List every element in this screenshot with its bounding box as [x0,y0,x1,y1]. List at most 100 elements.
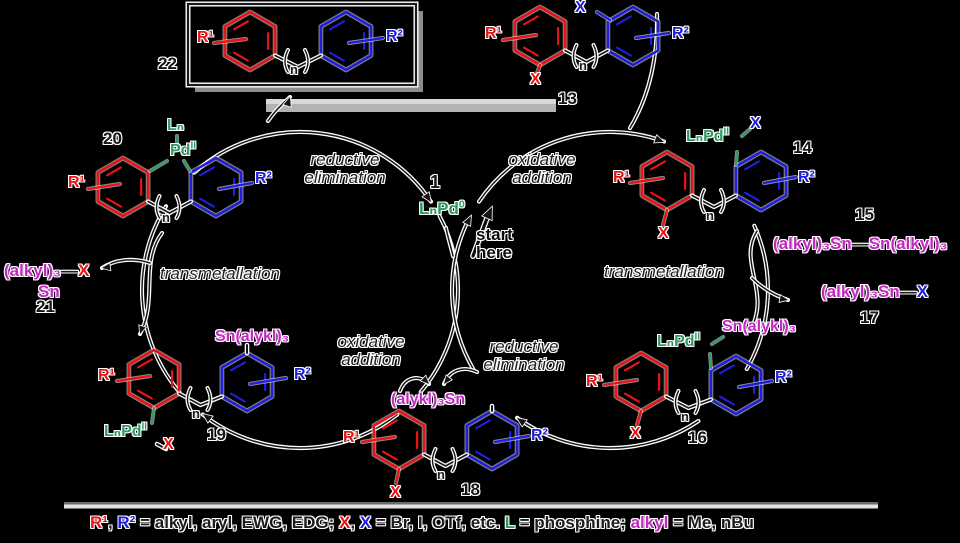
double-bond [475,419,491,430]
linker-paren-left [674,390,680,414]
pd-bond [740,127,752,138]
pd-bond [182,159,192,173]
s18-r2-label: R² [531,427,548,444]
substituent-bond [115,374,152,383]
s15-formula: (alkyl)₃Sn—Sn(alkyl)₃ [773,235,947,253]
s18-n-sub: n [437,467,445,482]
linker-chain [665,395,712,409]
double-bond [650,191,666,202]
s13-r1-label: R¹ [485,25,502,42]
s17-sn: (alkyl)₃Sn [821,282,900,301]
left-transmetallation-spline [139,232,163,335]
substituent-bond [394,467,401,485]
pd0-oxidation-state: 0 [458,198,465,211]
pd0-stem [445,227,454,257]
start-here-arrow [471,211,491,258]
s14-x-pd-label: X [750,115,761,132]
arrowhead-to-19 [201,412,214,424]
s19-pd-text: LₙPd [104,423,142,440]
linker-paren-left [431,448,437,472]
s20-r1-label: R¹ [68,174,85,191]
s19-r2-label: R² [294,366,311,383]
s21-sn-label: Sn [38,282,60,301]
arrowhead-sn-left [419,374,431,386]
step-reductive-elimination-top: reductive elimination [304,150,386,187]
linker-paren-right [206,387,212,411]
s14-number: 14 [793,138,812,157]
double-bond [616,15,632,26]
linker-paren-right [720,189,725,213]
double-bond [523,15,539,26]
double-bond [329,20,345,31]
double-bond [199,197,215,208]
double-bond [744,160,760,171]
linker-paren-left [155,195,161,219]
linker-paren-right [694,390,700,414]
legend-def3: = phosphine; [514,513,631,532]
s22-number: 22 [158,54,177,73]
legend-alkyl: alkyl [630,513,669,532]
s17-formula: (alkyl)₃Sn—X [821,283,928,301]
arrowhead-to-box [282,95,292,108]
s17-bond-dash: — [899,282,917,301]
center-number: 1 [430,172,441,192]
product-box-outline-halo [185,1,419,88]
legend-x1: X [338,513,351,532]
linker-paren-left [700,189,705,213]
s20-n-sub: n [162,210,170,225]
left-cycle-arc [141,205,180,393]
substituent-bond [347,36,385,45]
s22-r1-label: R¹ [197,29,214,46]
curve-from-13-halo [627,11,660,131]
pd0-species: LₙPd0 [419,198,465,218]
arrowhead-to-pd0-left [421,191,433,204]
s20-number: 20 [103,129,122,148]
step-transmetallation-right: transmetallation [604,262,725,281]
s20-ligand-label: Lₙ [167,117,185,134]
s15-bond-dash: — [851,234,869,253]
s14-x-label: X [658,225,669,242]
double-bond [106,197,122,208]
s19-pd-label: LₙPdII [104,421,148,441]
s17-number: 17 [860,308,879,327]
step-oxidative-addition-top: oxidative addition [508,150,576,187]
double-bond [329,51,345,62]
right-cycle-arc [451,219,474,370]
s14-n-sub: n [706,208,714,223]
benzene-ring [709,354,763,416]
s22-r2-label: R² [386,28,403,45]
legend-r1: R¹ [90,513,108,532]
substituent-bond [493,434,531,444]
double-bond [382,450,398,461]
product-box [186,2,418,87]
benzene-ring [606,5,660,67]
double-bond [233,20,249,31]
s18-x-label: X [390,484,401,501]
legend-comma2: , [350,513,360,532]
double-bond [137,389,153,400]
arrowhead-start-here [481,205,493,222]
s17-x: X [916,282,929,301]
s14-r1-label: R¹ [613,169,630,186]
arrowhead-to-14 [653,133,666,144]
legend-r2: R² [117,513,136,532]
legend-def4: = Me, nBu [668,513,754,532]
s21-x: X [78,261,90,280]
substituent-bond [534,63,542,78]
s19-pd-ox: II [141,421,148,433]
pd-bond [148,159,169,173]
s16-n-sub: n [681,409,689,424]
s19-sn-label: Sn(alykl)₃ [215,328,290,345]
right-cycle-arc [516,417,700,449]
double-bond [230,392,246,403]
linker-paren-right [592,44,598,68]
s14-pd-text: LₙPd [686,128,724,145]
s21-formula: (alkyl)₃—X [4,262,89,280]
s21-number: 21 [36,297,55,316]
linker-paren-left [284,49,289,73]
s16-r2-label: R² [775,369,792,386]
double-bond [616,46,632,57]
s13-x-top-bond [595,10,612,22]
step-oxidative-addition-bottom: oxidative addition [337,332,405,369]
substituent-bond [602,378,639,387]
